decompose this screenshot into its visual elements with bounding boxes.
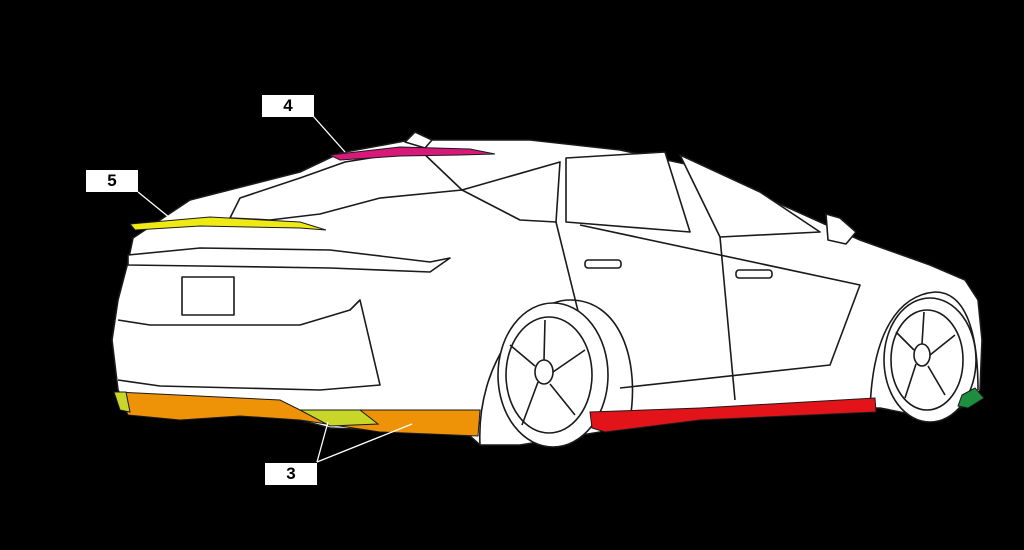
leader-line-4 [312,115,346,153]
leader-line-3b [316,423,413,463]
leader-lines [137,115,413,463]
front-wheel [883,297,977,423]
leader-line-5 [137,191,171,219]
side-skirt-part [589,397,877,433]
rear-wheel [497,302,609,448]
roof-spoiler-part [328,146,496,161]
rear-diffuser-part [117,391,481,437]
front-lip-part [957,387,985,409]
car-body [111,131,983,446]
diffuser-side-tip [113,391,131,413]
diffuser-exhaust-tip [299,409,380,427]
trunk-spoiler-part [129,216,327,231]
leader-line-3a [316,421,329,463]
callout-label-4: 4 [262,95,314,117]
callout-label-3: 3 [265,463,317,485]
callout-label-5: 5 [86,170,138,192]
